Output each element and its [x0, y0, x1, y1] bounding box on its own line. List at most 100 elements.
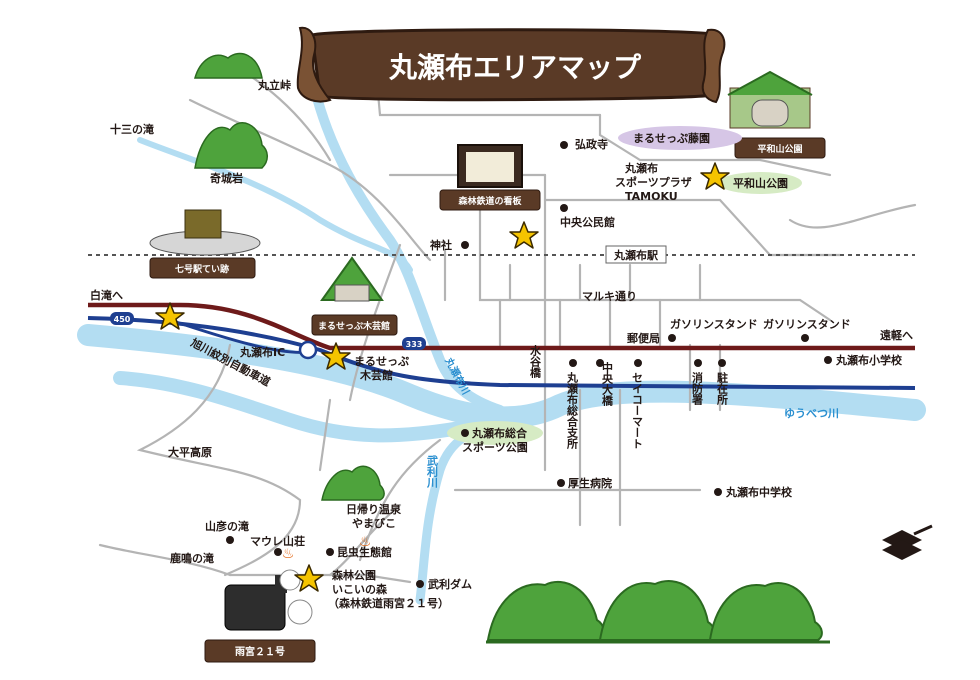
road: [136, 343, 302, 577]
bubble-sports-park: [447, 421, 543, 445]
label-kijou: 奇城岩: [210, 171, 243, 185]
label-chuo-ohashi: 中央大橋: [601, 361, 614, 407]
label-engaru: 遠軽へ: [880, 328, 913, 342]
label-yamahiko-falls: 山彦の滝: [205, 519, 249, 533]
dot: [560, 141, 568, 149]
dot: [718, 359, 726, 367]
road: [543, 198, 842, 257]
label-hospital: 厚生病院: [568, 476, 612, 490]
dot: [560, 204, 568, 212]
label-jusan: 十三の滝: [110, 122, 154, 136]
label-onsen-1: 日帰り温泉: [346, 502, 402, 516]
label-marutachi: 丸立峠: [257, 78, 291, 92]
dot: [326, 548, 334, 556]
route-450-label: 450: [114, 315, 131, 324]
sign-amamiya: 雨宮２１号: [204, 569, 316, 663]
sign-heiwayama: 平和山公園: [727, 70, 826, 159]
dot: [416, 580, 424, 588]
dot: [714, 488, 722, 496]
label-onsen-2: やまびこ: [352, 516, 396, 530]
label-fire: 消防署: [691, 371, 705, 406]
road: [318, 398, 332, 472]
station-box: [605, 245, 667, 264]
route-333-label: 333: [406, 340, 423, 349]
dot: [461, 429, 469, 437]
maruseppu-river: [310, 85, 505, 415]
ic-junction: [298, 340, 318, 360]
label-forest-2: いこいの森: [332, 582, 388, 596]
dot: [226, 536, 234, 544]
location-dots: [226, 141, 832, 588]
road: [328, 573, 412, 584]
map-title: 丸瀬布エリアマップ: [388, 51, 642, 84]
label-heiwa-park: 平和山公園: [733, 176, 788, 190]
label-station: 丸瀬布駅: [613, 248, 658, 262]
label-police: 駐在所: [716, 371, 729, 406]
label-elementary: 丸瀬布小学校: [835, 353, 903, 367]
dot: [668, 334, 676, 342]
plaque-shinrin-tetsudo: 森林鉄道の看板: [458, 195, 522, 207]
label-konchu: 昆虫生態館: [337, 545, 392, 559]
star-icon: [155, 302, 185, 330]
label-sports-plaza-1: 丸瀬布: [624, 161, 658, 175]
label-gas-2: ガソリンスタンド: [763, 317, 851, 331]
bubble-heiwayama: [718, 172, 802, 194]
label-fujien: まるせっぷ藤園: [633, 131, 710, 145]
dot: [824, 356, 832, 364]
stream-jusan: [137, 137, 413, 273]
dot: [634, 359, 642, 367]
label-kouseiji: 弘政寺: [575, 137, 608, 151]
road: [358, 438, 442, 562]
label-forest-1: 森林公園: [332, 568, 376, 582]
mountains-southeast: [486, 580, 830, 644]
sign-mokugeikan: まるせっぷ木芸館: [311, 256, 398, 336]
road: [788, 203, 917, 229]
road: [188, 98, 432, 262]
road: [98, 543, 232, 577]
stars: [155, 162, 730, 592]
star-icon: [294, 564, 324, 592]
label-muri-river: 武利川: [426, 454, 440, 488]
star-icon: [321, 342, 351, 370]
onsen-icon: ♨: [282, 546, 295, 562]
onsen-icon: ♨: [359, 534, 372, 550]
sign-shinrin-tetsudo: 森林鉄道の看板: [439, 144, 541, 211]
label-shirataki: 白滝へ: [90, 288, 123, 302]
dot: [596, 359, 604, 367]
label-taiheikogen: 大平高原: [168, 445, 212, 459]
labels: 丸立峠 十三の滝 奇城岩 弘政寺 まるせっぷ藤園 丸瀬布 スポーツプラザ TAM…: [90, 78, 913, 610]
dot: [801, 334, 809, 342]
plaque-amamiya: 雨宮２１号: [235, 645, 285, 658]
bubble-fujien: [618, 126, 742, 150]
label-mokugeikan-2: 木芸館: [359, 368, 393, 382]
rivers: [77, 85, 926, 605]
expressway-ic-ramp: [169, 318, 309, 354]
route-333: [88, 302, 915, 351]
mountain-marutachi: [194, 52, 263, 79]
label-forest-3: （森林鉄道雨宮２１号）: [328, 596, 449, 610]
label-yubetsu: ゆうべつ川: [784, 407, 839, 420]
label-marukidori: マルキ通り: [582, 290, 637, 303]
sign-nanagou: 七号駅てい跡: [149, 209, 261, 279]
mountain-onsen: [321, 465, 385, 501]
label-sports-plaza-3: TAMOKU: [625, 190, 678, 203]
plaque-heiwayama: 平和山公園: [757, 143, 802, 155]
dot: [569, 359, 577, 367]
compass-icon: [882, 524, 933, 560]
label-chuo-kominkan: 中央公民館: [560, 215, 615, 229]
label-gas-1: ガソリンスタンド: [670, 317, 758, 331]
label-sports-park-2: スポーツ公園: [462, 440, 528, 454]
expressway: [87, 316, 916, 390]
star-icon: [509, 221, 539, 249]
dot: [274, 548, 282, 556]
dot: [461, 241, 469, 249]
label-shisho: 丸瀬布総合支所: [566, 371, 580, 450]
route-450-shield: 450: [110, 312, 134, 325]
mountain-kijou: [194, 122, 268, 169]
road: [598, 113, 832, 177]
label-muri-dam: 武利ダム: [428, 577, 472, 591]
road: [328, 503, 402, 577]
dot: [557, 479, 565, 487]
label-sports-plaza-2: スポーツプラザ: [615, 175, 692, 189]
title-plaque: 丸瀬布エリアマップ: [296, 26, 726, 104]
